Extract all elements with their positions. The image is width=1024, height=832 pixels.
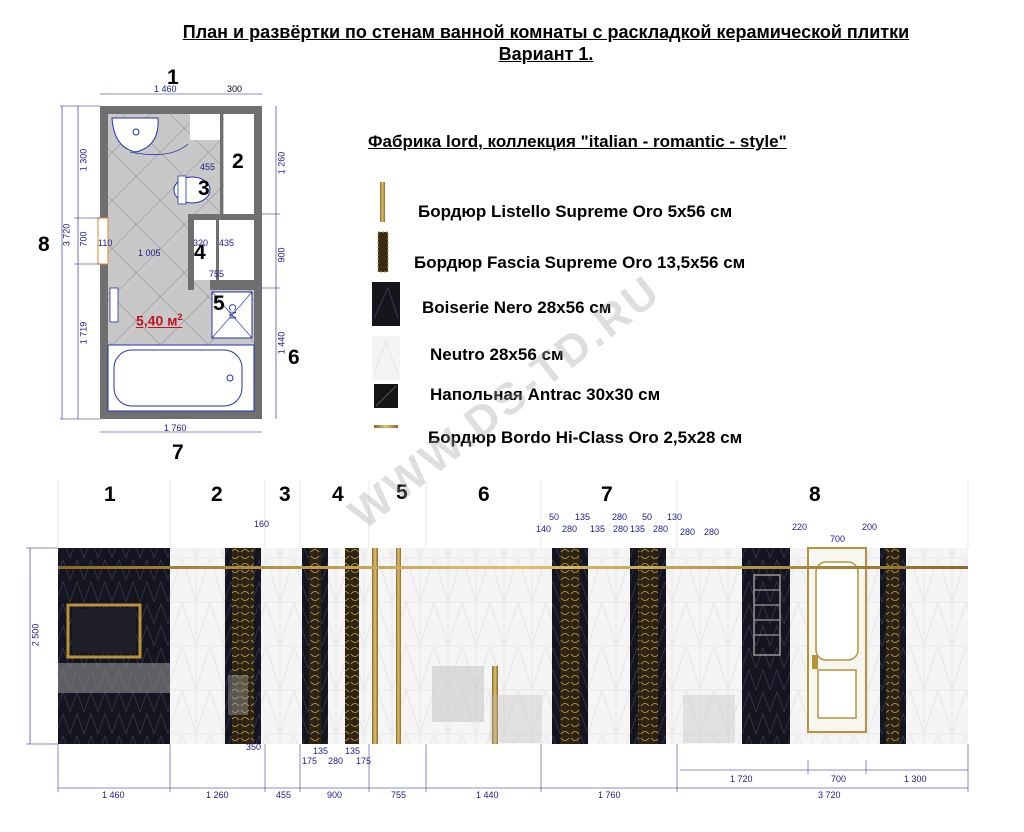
dim-top-width: 1 460 — [154, 84, 177, 94]
elev-dim-r1-0: 1 720 — [730, 774, 753, 784]
elev-dim-r1-2: 1 300 — [904, 774, 927, 784]
swatch-bordo — [374, 425, 398, 428]
dim-left-2: 700 — [78, 231, 89, 247]
elev-dim-w7b-6: 280 — [680, 527, 696, 537]
plan-wall-4: 4 — [194, 241, 206, 264]
elev-dim-r1-1: 700 — [831, 774, 847, 784]
elev-dim-w7b-2: 135 — [590, 524, 606, 534]
dim-left-1: 1 300 — [78, 148, 89, 172]
swatch-listello — [380, 182, 385, 222]
plan-door — [97, 217, 109, 265]
elev-dim-r2-4: 755 — [391, 790, 407, 800]
elev-dim-175b: 175 — [356, 756, 372, 766]
elev-dim-w7a-2: 280 — [612, 512, 628, 522]
elev-bathtub-6 — [490, 695, 542, 743]
elev-dim-r2-3: 900 — [327, 790, 343, 800]
elev-mirror — [66, 603, 142, 659]
elev-dim-w7a-3: 50 — [642, 512, 653, 522]
elev-label-8: 8 — [809, 483, 821, 506]
elev-dim-w7b-1: 280 — [562, 524, 578, 534]
dim-inner-455: 455 — [200, 162, 216, 172]
elev-dim-w7b-5: 280 — [653, 524, 669, 534]
elev-dim-r2-0: 1 460 — [102, 790, 125, 800]
elev-dim-w8-2: 200 — [862, 522, 878, 532]
legend-swatches — [372, 182, 400, 428]
elev-label-2: 2 — [211, 483, 223, 506]
plan-area-value: 5,40 м — [136, 312, 178, 329]
elev-dim-280: 280 — [328, 756, 344, 766]
plan-drawing — [60, 93, 280, 433]
elev-top-border — [58, 566, 968, 569]
elev-dim-w7b-7: 280 — [704, 527, 720, 537]
plan-wall-7: 7 — [172, 441, 184, 464]
elev-dim-r2-6: 1 760 — [598, 790, 621, 800]
elev-dim-w7b-0: 140 — [536, 524, 552, 534]
elev-dim-w7b-4: 135 — [630, 524, 646, 534]
plan-wall-6: 6 — [288, 346, 300, 369]
elev-dim-w8-0: 220 — [792, 522, 808, 532]
legend-item-antrac: Напольная Antrac 30x30 см — [430, 385, 661, 404]
elev-dim-160: 160 — [254, 519, 270, 529]
elev-vanity — [58, 663, 170, 693]
legend-item-neutro: Neutro 28x56 см — [430, 345, 564, 364]
elev-dim-r2-2: 455 — [276, 790, 292, 800]
elev-dim-175a: 175 — [302, 756, 318, 766]
dim-right-1: 1 260 — [276, 151, 287, 175]
elev-dim-w7a-1: 135 — [575, 512, 591, 522]
elev-label-7: 7 — [601, 483, 613, 506]
elev-dim-r2-5: 1 440 — [476, 790, 499, 800]
swatch-fascia — [378, 232, 388, 272]
page-title: План и развёртки по стенам ванной комнат… — [182, 22, 910, 42]
swatch-boiserie — [372, 282, 400, 326]
elev-dim-w7a-0: 50 — [549, 512, 560, 522]
plan-wall-8: 8 — [38, 233, 50, 256]
dim-inner-755: 755 — [209, 269, 225, 279]
plan-wall-2: 2 — [232, 150, 244, 173]
elev-dim-w8-1: 700 — [830, 534, 846, 544]
plan-area-unit-sup: 2 — [177, 312, 183, 322]
elevation-drawing — [26, 480, 969, 792]
elev-washing-machine — [432, 666, 484, 722]
legend-item-listello: Бордюр Listello Supreme Oro 5x56 см — [418, 202, 733, 221]
legend-item-boiserie: Boiserie Nero 28x56 см — [422, 298, 612, 317]
dim-top-right: 300 — [227, 84, 243, 94]
dim-bottom: 1 760 — [164, 423, 187, 433]
page-subtitle: Вариант 1. — [498, 44, 594, 64]
elev-dim-r2-7: 3 720 — [818, 790, 841, 800]
dim-right-3: 1 440 — [276, 331, 287, 355]
plan-area: 5,40 м2 — [136, 312, 183, 329]
dim-right-2: 900 — [276, 247, 287, 263]
elev-dim-r2-1: 1 260 — [206, 790, 229, 800]
plan-sm-label: СМ — [226, 303, 238, 320]
elev-towel-rail — [753, 574, 781, 656]
dim-left-3: 1 719 — [78, 321, 89, 345]
elev-dim-w7a-4: 130 — [667, 512, 683, 522]
elev-label-3: 3 — [279, 483, 291, 506]
elev-dim-350: 350 — [246, 742, 262, 752]
legend-item-bordo: Бордюр Bordo Hi-Class Oro 2,5x28 см — [428, 428, 743, 447]
plan-wall-3: 3 — [198, 177, 210, 200]
elev-dim-135b: 135 — [345, 746, 361, 756]
dim-left-total: 3 720 — [61, 223, 72, 247]
plan-wall-5: 5 — [213, 292, 225, 315]
elev-label-6: 6 — [478, 483, 490, 506]
plan-wall-1: 1 — [167, 66, 179, 89]
dim-door: 110 — [98, 238, 113, 248]
dim-inner-320: 320 — [193, 238, 209, 248]
elev-dim-w7b-3: 280 — [613, 524, 629, 534]
dim-inner-435: 435 — [219, 238, 235, 248]
elev-label-5: 5 — [396, 481, 408, 504]
elev-label-1: 1 — [104, 483, 116, 506]
plan-bathtub — [107, 344, 255, 412]
legend-item-fascia: Бордюр Fascia Supreme Oro 13,5x56 см — [414, 253, 746, 272]
dim-inner-1005: 1 005 — [138, 248, 161, 258]
factory-label: Фабрика lord, коллекция "italian - roman… — [368, 132, 787, 151]
elev-dim-135a: 135 — [313, 746, 329, 756]
elev-height: 2 500 — [30, 623, 41, 647]
elev-label-4: 4 — [332, 483, 344, 506]
